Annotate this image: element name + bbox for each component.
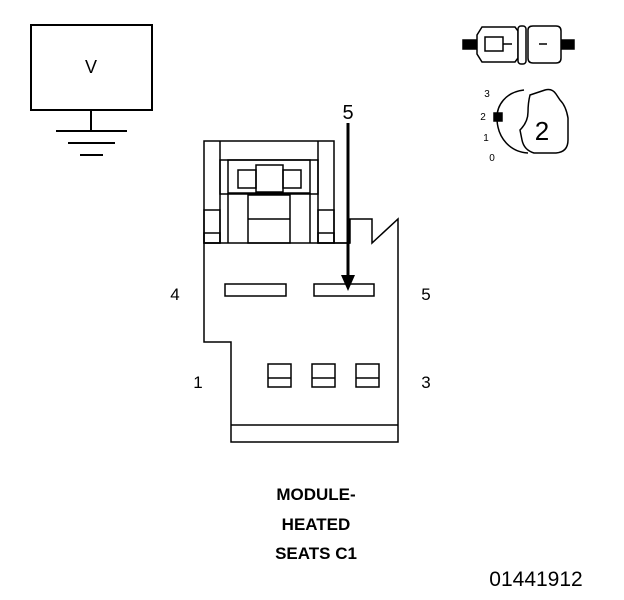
- pin-label-4: 4: [170, 285, 179, 304]
- terminal-cavity-3: [355, 363, 380, 388]
- title-line-3: SEATS C1: [275, 544, 357, 563]
- pin-label-5: 5: [421, 285, 430, 304]
- cavity-slot-4: [224, 283, 287, 297]
- scale-label-1: 1: [483, 133, 489, 144]
- pin-label-3: 3: [421, 373, 430, 392]
- terminal-cavity-1: [267, 363, 292, 388]
- scale-label-0: 0: [489, 153, 495, 164]
- rotation-label: 2: [535, 116, 549, 146]
- voltmeter-symbol: [30, 24, 153, 156]
- rotation-view-icon: [493, 88, 569, 154]
- terminal-cavity-2: [311, 363, 336, 388]
- connector-body: [203, 140, 399, 443]
- cavity-slot-5: [313, 283, 375, 297]
- scale-label-3: 3: [484, 89, 490, 100]
- pin-label-1: 1: [193, 373, 202, 392]
- scale-label-2: 2: [480, 112, 486, 123]
- voltmeter-label: V: [85, 57, 97, 77]
- probe-arrow: [341, 123, 355, 291]
- arrow-pin-label: 5: [342, 102, 353, 124]
- figure-id: 01441912: [489, 568, 582, 591]
- title-line-2: HEATED: [282, 515, 351, 534]
- title-line-1: MODULE-: [276, 485, 355, 504]
- connector-icon: [462, 25, 575, 65]
